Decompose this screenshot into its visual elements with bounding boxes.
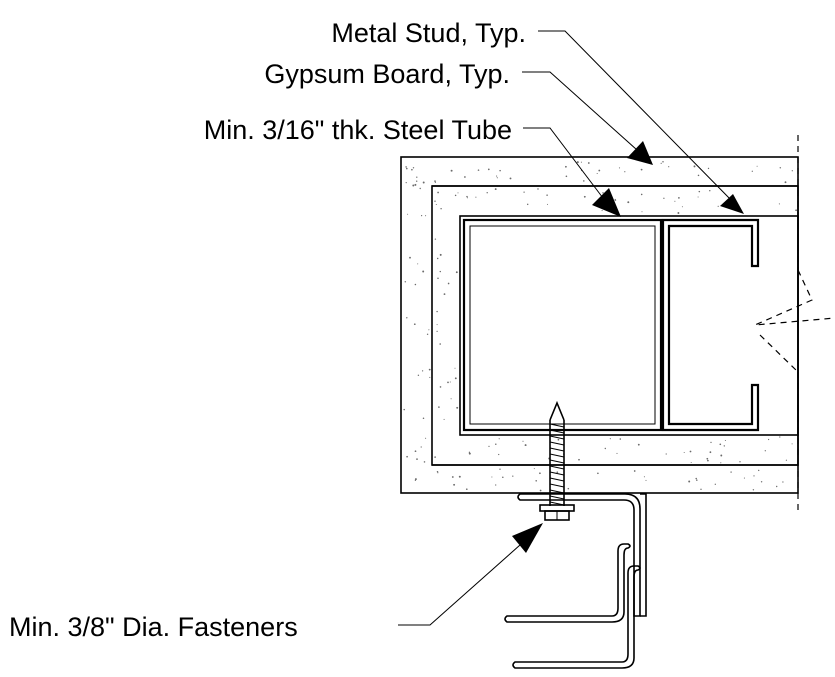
fasteners-label: Min. 3/8" Dia. Fasteners bbox=[9, 612, 298, 642]
fasteners-leader-arrow bbox=[512, 523, 543, 553]
gypsum-board-label: Gypsum Board, Typ. bbox=[264, 59, 510, 89]
bracket-top-angle bbox=[517, 493, 641, 617]
steel-tube-leader-arrow bbox=[592, 188, 621, 217]
bracket-middle-angle bbox=[504, 543, 631, 623]
metal-stud-leader-line bbox=[538, 30, 735, 204]
steel-tube-leader-line bbox=[523, 127, 607, 203]
adjacent-construction-break bbox=[754, 135, 835, 512]
fastener-threads bbox=[549, 423, 565, 506]
gypsum-board-leader-line bbox=[522, 71, 638, 151]
metal-stud-leader-arrow bbox=[720, 194, 744, 214]
gypsum-board-cavity bbox=[459, 215, 799, 436]
metal-stud-channel bbox=[661, 218, 760, 432]
metal-stud-label: Metal Stud, Typ. bbox=[331, 18, 526, 48]
fasteners-leader-line bbox=[398, 544, 521, 626]
gypsum-board-leader-arrow bbox=[627, 141, 653, 165]
fastener-screw bbox=[539, 400, 575, 521]
metal-stud bbox=[661, 218, 760, 432]
bracket-bottom-angle bbox=[512, 565, 641, 669]
steel-tube-inner-wall bbox=[469, 225, 656, 425]
angle-bracket bbox=[504, 493, 647, 669]
steel-tube-label: Min. 3/16" thk. Steel Tube bbox=[204, 115, 512, 145]
steel-tube bbox=[462, 218, 663, 432]
leaders bbox=[398, 30, 744, 626]
gypsum-board-layers bbox=[400, 156, 799, 494]
steel-tube-outer-wall bbox=[462, 218, 663, 432]
